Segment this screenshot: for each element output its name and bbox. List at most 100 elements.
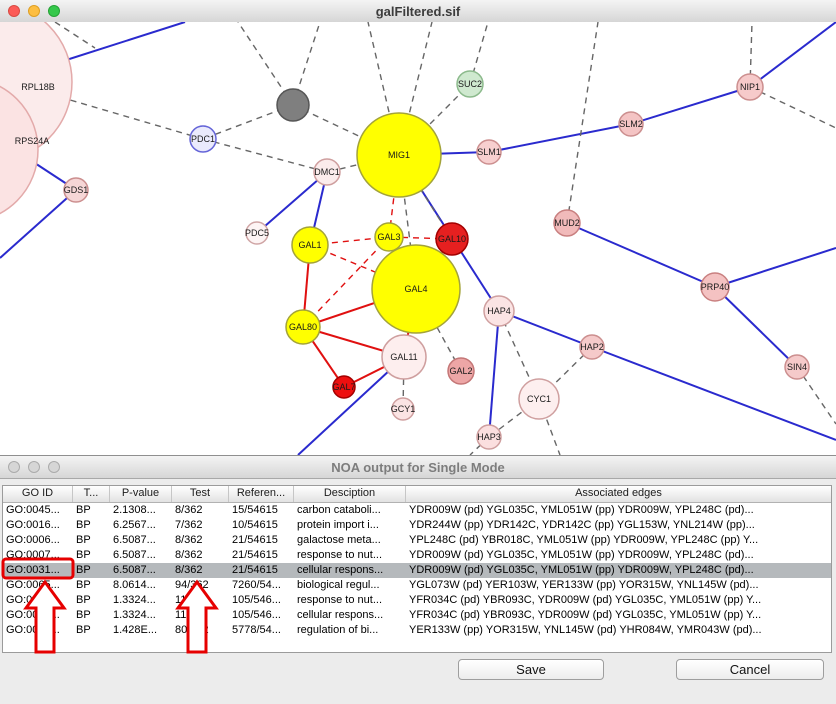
- network-edge[interactable]: [566, 22, 599, 224]
- column-header[interactable]: T...: [73, 486, 110, 502]
- network-edge[interactable]: [54, 22, 96, 49]
- network-node-pdc5[interactable]: [245, 221, 269, 245]
- node-label: GAL11: [390, 352, 417, 362]
- network-node-gal10[interactable]: [435, 222, 469, 256]
- network-edge[interactable]: [714, 286, 798, 368]
- network-node-gal4[interactable]: [371, 244, 461, 334]
- table-cell: BP: [76, 579, 91, 591]
- zoom-button[interactable]: [48, 461, 60, 473]
- network-node-sin4[interactable]: [784, 354, 810, 380]
- network-node-suc2[interactable]: [456, 70, 484, 98]
- network-edge[interactable]: [309, 244, 417, 290]
- network-node-gray1[interactable]: [276, 88, 310, 122]
- network-node-cyc1[interactable]: [518, 378, 560, 420]
- table-cell: GO:0045...: [6, 504, 60, 516]
- network-edge[interactable]: [256, 171, 328, 234]
- table-cell: 5778/54...: [232, 624, 281, 636]
- close-button[interactable]: [8, 5, 20, 17]
- network-edge[interactable]: [714, 247, 836, 288]
- network-edge[interactable]: [59, 22, 186, 63]
- network-node-gal3[interactable]: [374, 222, 404, 252]
- network-edge[interactable]: [591, 346, 836, 441]
- network-node-mig1[interactable]: [356, 112, 442, 198]
- network-edge[interactable]: [749, 22, 836, 88]
- network-edge[interactable]: [402, 356, 405, 410]
- minimize-button[interactable]: [28, 461, 40, 473]
- network-node-dmc1[interactable]: [313, 158, 341, 186]
- network-edge[interactable]: [566, 222, 716, 288]
- network-node-gal11[interactable]: [381, 334, 427, 380]
- network-edge[interactable]: [202, 138, 328, 173]
- network-edge[interactable]: [498, 310, 593, 348]
- window-controls: [8, 461, 60, 473]
- table-cell: YDR009W (pd) YGL035C, YML051W (pp) YDR00…: [409, 564, 754, 576]
- node-label: HAP3: [477, 432, 501, 442]
- network-edge[interactable]: [292, 104, 400, 156]
- network-node-gds1[interactable]: [63, 177, 89, 203]
- column-header[interactable]: Test: [172, 486, 229, 502]
- network-edge[interactable]: [538, 398, 561, 455]
- network-node-slm1[interactable]: [476, 139, 502, 165]
- table-cell: YFR034C (pd) YBR093C, YDR009W (pd) YGL03…: [409, 594, 762, 606]
- network-node-gal80[interactable]: [285, 309, 321, 345]
- column-header[interactable]: Desciption: [294, 486, 406, 502]
- network-node-gcy1[interactable]: [391, 397, 415, 421]
- network-node-gal1[interactable]: [291, 226, 329, 264]
- network-node-pdc1[interactable]: [189, 125, 217, 153]
- network-edge[interactable]: [488, 310, 500, 438]
- network-node-gal7[interactable]: [332, 375, 356, 399]
- network-node-hap4[interactable]: [483, 295, 515, 327]
- window-controls: [8, 5, 60, 17]
- table-cell: GO:0050...: [6, 624, 60, 636]
- close-button[interactable]: [8, 461, 20, 473]
- table-cell: response to nut...: [297, 549, 382, 561]
- node-label: PRP40: [701, 282, 730, 292]
- cancel-button[interactable]: Cancel: [676, 659, 824, 680]
- column-header[interactable]: P-value: [110, 486, 172, 502]
- node-label: PDC1: [191, 134, 215, 144]
- table-cell: protein import i...: [297, 519, 379, 531]
- column-header[interactable]: Associated edges: [575, 487, 662, 499]
- save-button[interactable]: Save: [458, 659, 604, 680]
- network-edge[interactable]: [302, 236, 390, 328]
- table-cell: YDR009W (pd) YGL035C, YML051W (pp) YDR00…: [409, 504, 754, 516]
- table-cell: galactose meta...: [297, 534, 381, 546]
- network-node-nip1[interactable]: [736, 73, 764, 101]
- network-node-gal2[interactable]: [447, 357, 475, 385]
- minimize-button[interactable]: [28, 5, 40, 17]
- noa-window-titlebar[interactable]: NOA output for Single Mode: [0, 456, 836, 479]
- table-cell: BP: [76, 504, 91, 516]
- network-edge[interactable]: [488, 123, 632, 153]
- network-node-mud2[interactable]: [553, 209, 581, 237]
- network-edge[interactable]: [297, 356, 405, 455]
- network-node-slm2[interactable]: [618, 111, 644, 137]
- column-header[interactable]: Referen...: [229, 486, 294, 502]
- zoom-button[interactable]: [48, 5, 60, 17]
- network-window-titlebar[interactable]: galFiltered.sif: [0, 0, 836, 23]
- table-cell: BP: [76, 534, 91, 546]
- network-node-hap2[interactable]: [579, 334, 605, 360]
- network-edge[interactable]: [749, 86, 836, 129]
- network-node-blob2[interactable]: [0, 78, 39, 222]
- table-cell: 6.5087...: [113, 564, 156, 576]
- network-edge[interactable]: [59, 96, 204, 140]
- network-node-hap3[interactable]: [476, 424, 502, 450]
- column-header[interactable]: GO ID: [3, 486, 73, 502]
- network-edge[interactable]: [0, 189, 77, 259]
- table-cell: 2.1308...: [113, 504, 156, 516]
- network-edge[interactable]: [630, 86, 751, 125]
- network-node-prp40[interactable]: [700, 272, 730, 302]
